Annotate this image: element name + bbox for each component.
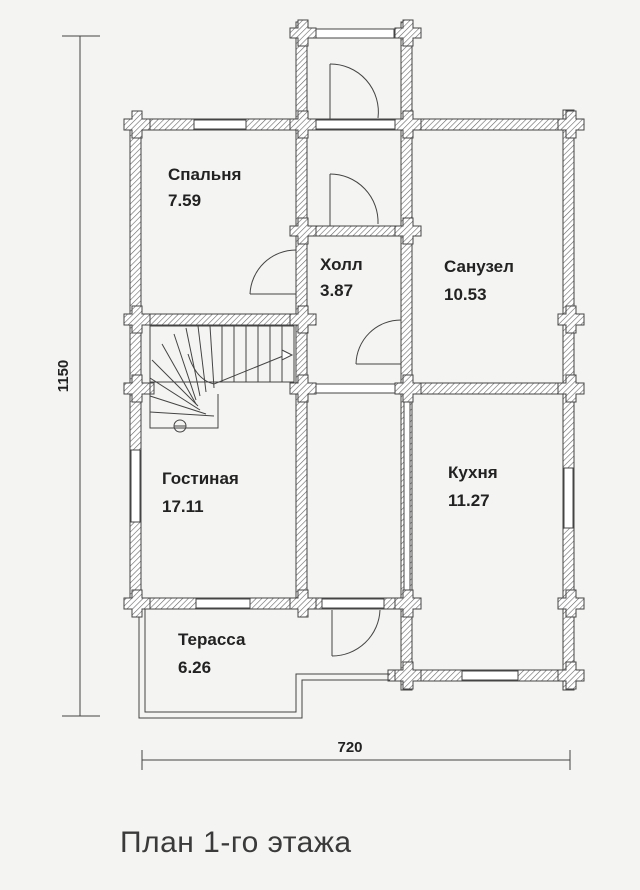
wall-left bbox=[129, 124, 142, 606]
room-area-hall: 3.87 bbox=[320, 281, 353, 300]
door-bedroom bbox=[249, 249, 297, 295]
terrace-railing-inner bbox=[144, 609, 390, 713]
room-name-terrace: Терасса bbox=[178, 630, 246, 649]
width-label: 720 bbox=[337, 739, 362, 756]
plan-caption: План 1-го этажа bbox=[120, 826, 352, 859]
room-labels: Спальня 7.59 Холл 3.87 Санузел 10.53 Гос… bbox=[162, 165, 514, 677]
window-vestibule bbox=[315, 28, 395, 39]
walls bbox=[123, 21, 577, 719]
room-name-bedroom: Спальня bbox=[168, 165, 241, 184]
wall-bedroom-bottom bbox=[123, 313, 315, 326]
room-name-bathroom: Санузел bbox=[444, 257, 514, 276]
room-name-living: Гостиная bbox=[162, 469, 239, 488]
door-entrance bbox=[329, 63, 379, 120]
room-name-hall: Холл bbox=[320, 255, 363, 274]
door-hall bbox=[329, 173, 379, 226]
door-opening-terrace bbox=[321, 598, 385, 609]
wall-hall-bottom-thin bbox=[306, 383, 402, 394]
room-area-terrace: 6.26 bbox=[178, 658, 211, 677]
room-area-bedroom: 7.59 bbox=[168, 191, 201, 210]
door-opening-vestibule bbox=[306, 119, 402, 130]
room-name-kitchen: Кухня bbox=[448, 463, 498, 482]
window-kitchen bbox=[563, 467, 574, 529]
door-bathroom bbox=[355, 319, 402, 365]
window-living bbox=[130, 449, 141, 523]
doors bbox=[249, 63, 402, 657]
room-area-living: 17.11 bbox=[162, 497, 204, 516]
staircase bbox=[149, 325, 295, 433]
dimension-width: 720 bbox=[141, 739, 571, 770]
height-label: 1150 bbox=[55, 360, 72, 393]
log-corners bbox=[123, 19, 585, 690]
wall-center-left bbox=[295, 124, 308, 606]
window-kitchen-bottom bbox=[461, 670, 519, 681]
wall-kitchen-top bbox=[400, 382, 577, 395]
room-area-kitchen: 11.27 bbox=[448, 491, 490, 510]
window-bedroom bbox=[193, 119, 247, 130]
dimension-height: 1150 bbox=[55, 35, 100, 717]
terrace-railing-outer bbox=[138, 609, 390, 719]
partition-kitchen bbox=[403, 393, 411, 595]
door-terrace bbox=[331, 609, 381, 657]
window-living-bottom bbox=[195, 598, 251, 609]
room-area-bathroom: 10.53 bbox=[444, 285, 487, 304]
